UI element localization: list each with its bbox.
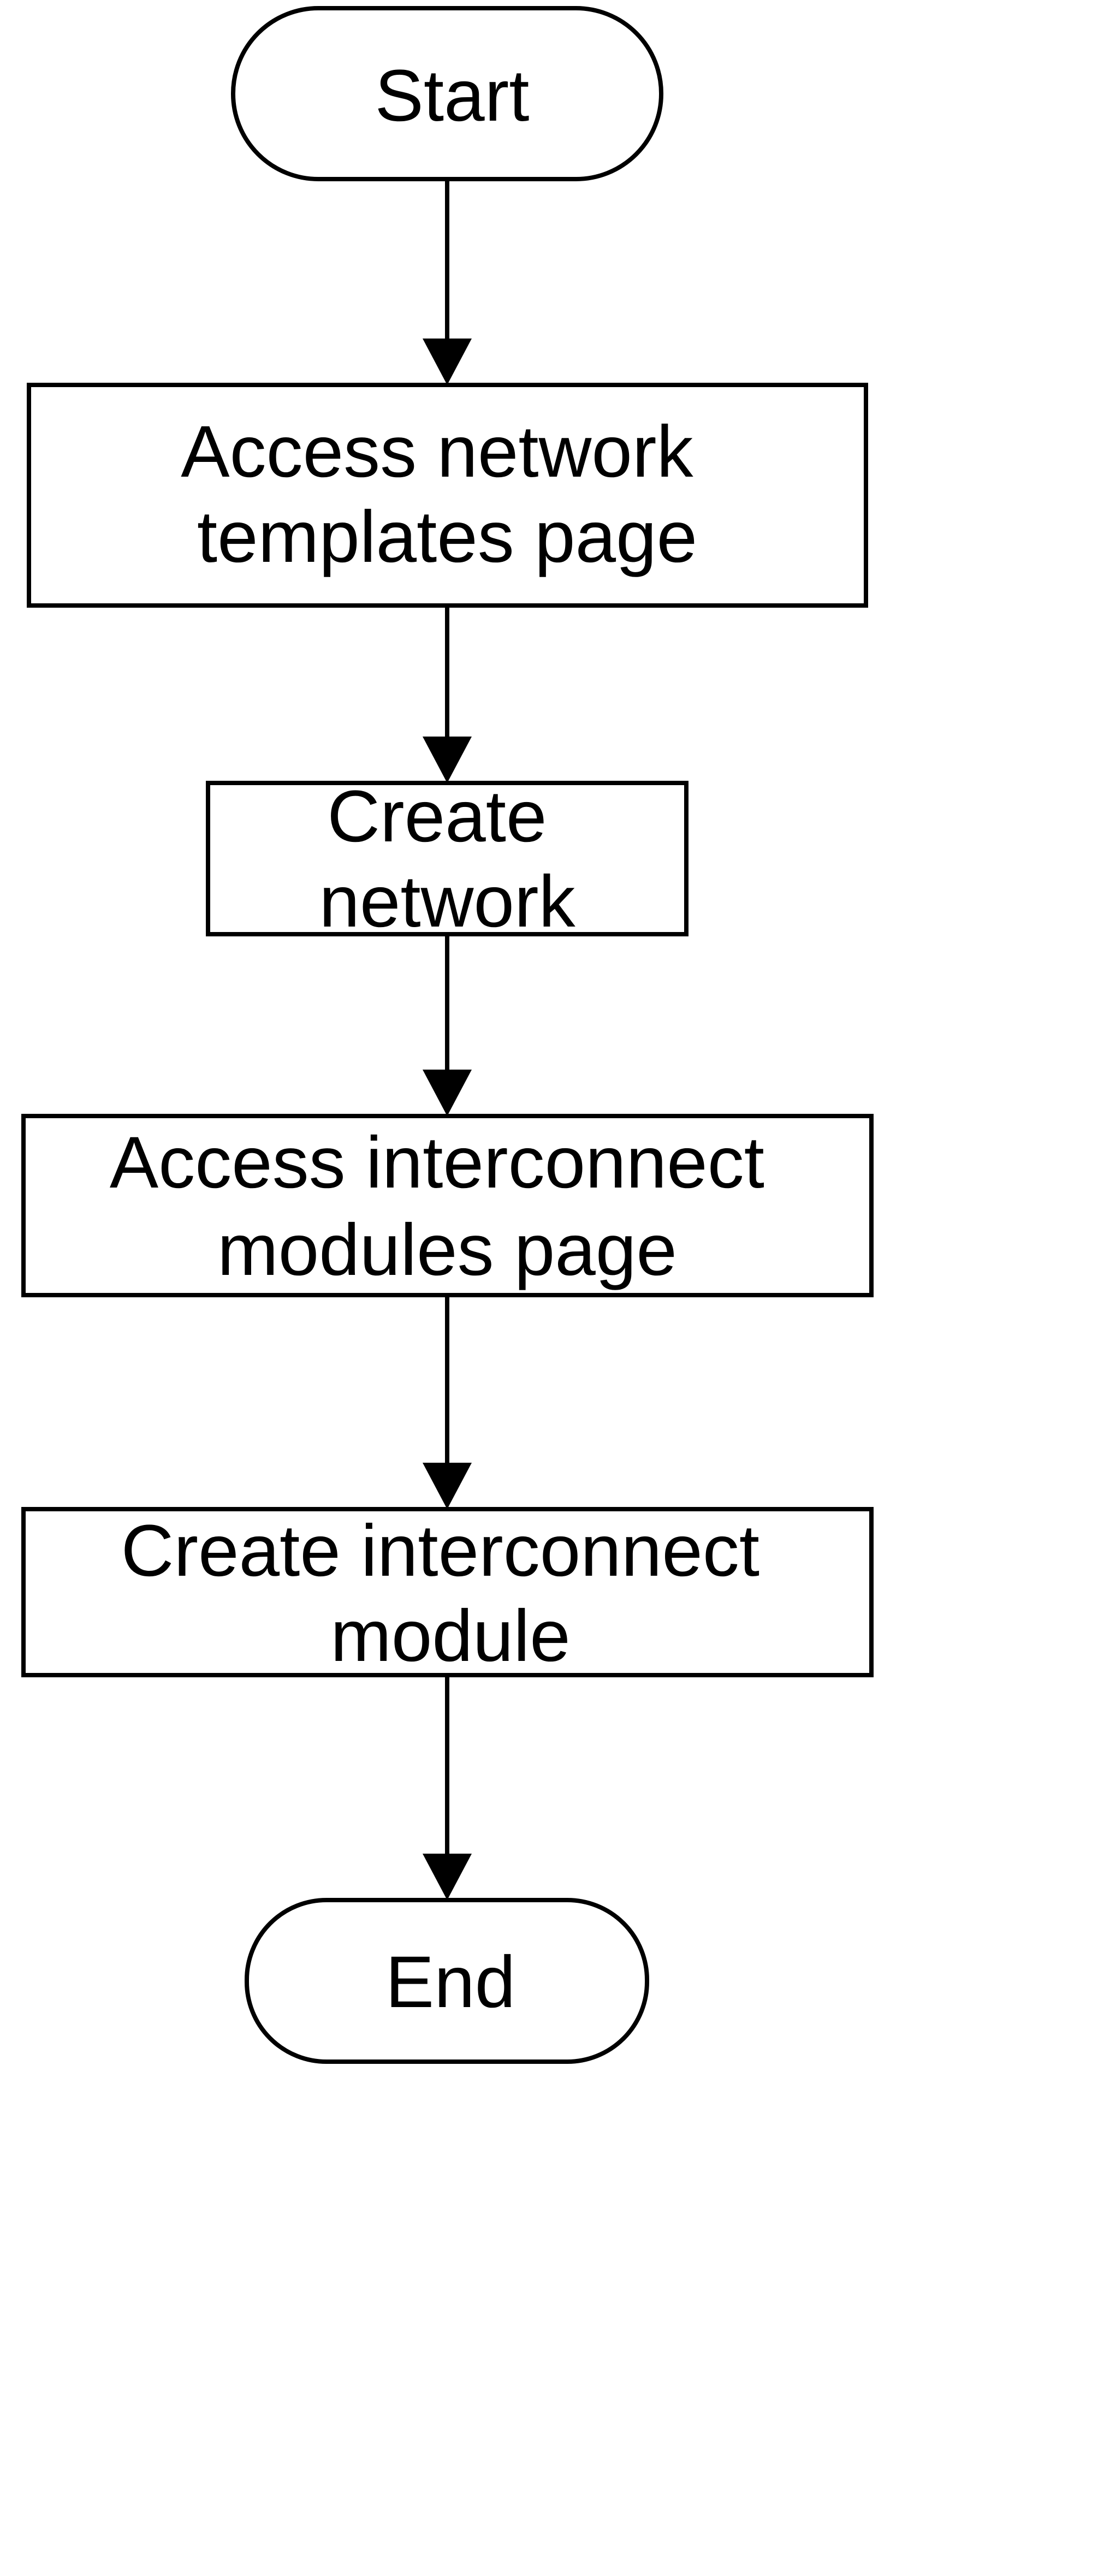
svg-text:Create network: Create network <box>319 776 575 942</box>
connector-access-templates-to-create-network <box>423 606 472 783</box>
create-interconnect-module-line-2: module <box>330 1595 571 1677</box>
access-interconnect-modules-line-1: Access interconnect <box>110 1122 764 1203</box>
create-interconnect-module-line-1: Create interconnect <box>121 1510 759 1592</box>
end-label: End <box>385 1942 515 2023</box>
svg-text:Access network templates: Access network templates page <box>181 411 714 578</box>
access-interconnect-modules-box: Access interconnect modules page <box>21 1114 874 1297</box>
create-interconnect-module-box: Create interconnect module <box>21 1507 874 1677</box>
connector-create-network-to-access-modules <box>423 934 472 1116</box>
start-terminator: Start <box>231 6 663 181</box>
access-network-templates-line-1: Access network <box>181 411 693 492</box>
connector-create-module-to-end <box>423 1675 472 1900</box>
start-label: Start <box>375 55 530 136</box>
access-interconnect-modules-line-2: modules page <box>217 1209 677 1291</box>
svg-text:Create interconnect modu: Create interconnect module <box>121 1510 780 1677</box>
access-network-templates-line-2: templates page <box>197 496 697 578</box>
end-terminator: End <box>245 1898 649 2064</box>
create-network-line-1: Create <box>327 776 547 857</box>
svg-text:Access interconnect modu: Access interconnect modules page <box>110 1122 785 1291</box>
connector-access-modules-to-create-module <box>423 1295 472 1509</box>
access-network-templates-box: Access network templates page <box>27 383 868 608</box>
connector-start-to-access-templates <box>423 179 472 385</box>
create-network-line-2: network <box>319 861 575 942</box>
create-network-box: Create network <box>206 776 688 942</box>
